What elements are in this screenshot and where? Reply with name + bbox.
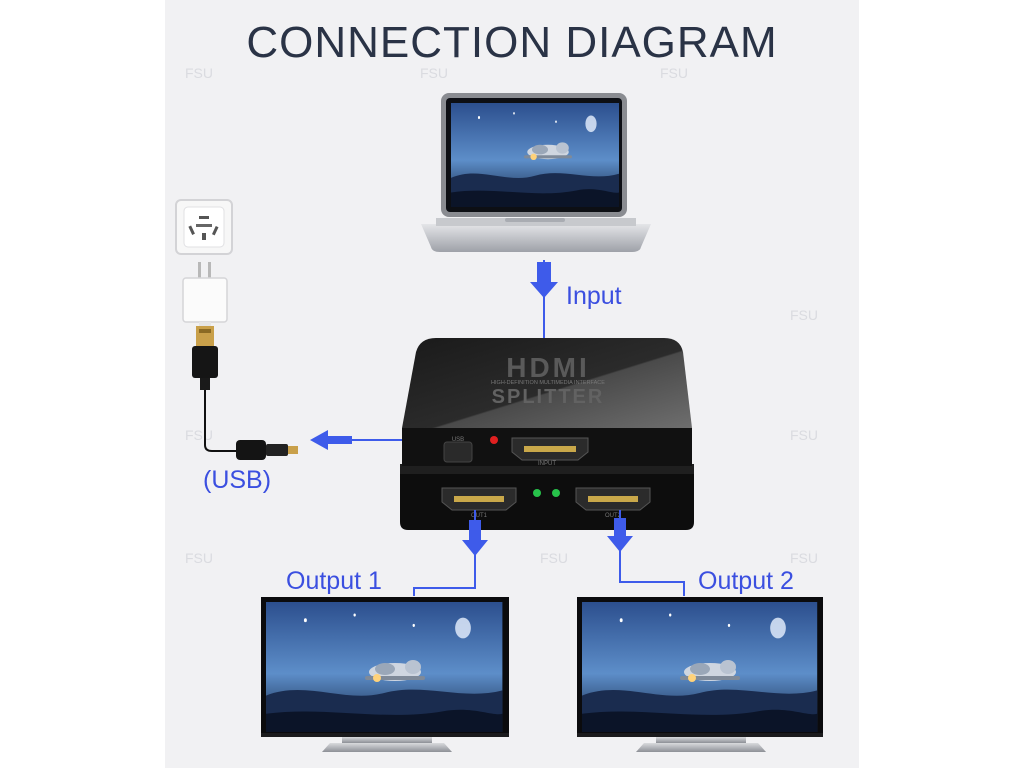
input-arrow xyxy=(530,262,558,298)
watermark: FSU xyxy=(790,427,818,443)
usb-port-label: USB xyxy=(452,437,464,443)
monitor-icon xyxy=(261,597,509,752)
laptop-icon xyxy=(421,93,651,252)
output1-label: Output 1 xyxy=(286,567,382,595)
usb-arrow xyxy=(310,430,352,450)
usb-cable-icon xyxy=(192,326,298,460)
watermark: FSU xyxy=(420,65,448,81)
output2-arrow xyxy=(607,518,633,552)
input-port-label: INPUT xyxy=(538,461,556,467)
watermark: FSU xyxy=(185,427,213,443)
output2-label: Output 2 xyxy=(698,567,794,595)
output1-port-label: OUT1 xyxy=(471,513,488,519)
status-led-2 xyxy=(552,489,560,497)
input-label: Input xyxy=(566,282,622,310)
monitor-icon xyxy=(577,597,823,752)
device-logo: HDMI xyxy=(506,352,590,383)
usb-port xyxy=(443,441,473,463)
watermark: FSU xyxy=(185,65,213,81)
status-led-1 xyxy=(533,489,541,497)
watermark: FSU xyxy=(660,65,688,81)
output2-port-label: OUT2 xyxy=(605,513,622,519)
watermark: FSU xyxy=(790,550,818,566)
power-led xyxy=(490,436,498,444)
hdmi-splitter-icon: HDMI HIGH-DEFINITION MULTIMEDIA INTERFAC… xyxy=(400,338,694,530)
usb-label: (USB) xyxy=(203,466,272,494)
watermark: FSU xyxy=(185,550,213,566)
diagram-title: CONNECTION DIAGRAM xyxy=(246,18,778,67)
watermark: FSU xyxy=(790,307,818,323)
output1-arrow xyxy=(462,520,488,556)
device-name: SPLITTER xyxy=(492,386,605,408)
usb-power-adapter-icon xyxy=(182,262,228,328)
wall-socket-icon xyxy=(175,199,233,255)
watermark: FSU xyxy=(540,550,568,566)
device-subtitle: HIGH-DEFINITION MULTIMEDIA INTERFACE xyxy=(491,380,605,386)
